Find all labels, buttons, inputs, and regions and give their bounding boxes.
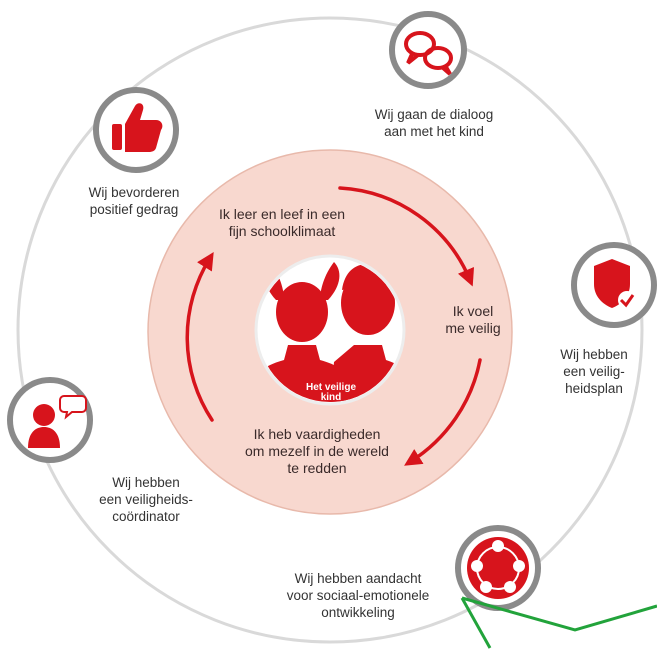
dialogue-icon-badge bbox=[392, 14, 464, 86]
coordinator-line3: coördinator bbox=[80, 508, 212, 525]
safety-plan-line2: een veilig- bbox=[546, 363, 642, 380]
safety-plan-icon-badge bbox=[574, 245, 654, 325]
annotation-pointer bbox=[462, 598, 657, 648]
cycle-step1-label: Ik leer en leef in een fijn schoolklimaa… bbox=[196, 206, 368, 240]
center-caption-line2: kind bbox=[300, 393, 362, 403]
center-caption: Het veilige kind bbox=[300, 383, 362, 403]
safety-plan-label: Wij hebben een veilig- heidsplan bbox=[546, 346, 642, 397]
social-icon-badge bbox=[458, 528, 538, 608]
cycle-step2-line2: me veilig bbox=[436, 320, 510, 337]
cycle-step1-line1: Ik leer en leef in een bbox=[196, 206, 368, 223]
cycle-step3-label: Ik heb vaardigheden om mezelf in de were… bbox=[228, 426, 406, 477]
dialogue-line2: aan met het kind bbox=[360, 123, 508, 140]
positive-line1: Wij bevorderen bbox=[74, 184, 194, 201]
cycle-step2-label: Ik voel me veilig bbox=[436, 303, 510, 337]
cycle-step3-line2: om mezelf in de wereld bbox=[228, 443, 406, 460]
positive-line2: positief gedrag bbox=[74, 201, 194, 218]
coordinator-icon-badge bbox=[10, 380, 90, 460]
cycle-step1-line2: fijn schoolklimaat bbox=[196, 223, 368, 240]
positive-icon-badge bbox=[96, 90, 176, 170]
coordinator-line2: een veiligheids- bbox=[80, 491, 212, 508]
coordinator-line1: Wij hebben bbox=[80, 474, 212, 491]
group-people-icon bbox=[467, 537, 529, 599]
safety-plan-line3: heidsplan bbox=[546, 380, 642, 397]
cycle-step2-line1: Ik voel bbox=[436, 303, 510, 320]
social-line1: Wij hebben aandacht bbox=[262, 570, 454, 587]
social-line2: voor sociaal-emotionele bbox=[262, 587, 454, 604]
dialogue-label: Wij gaan de dialoog aan met het kind bbox=[360, 106, 508, 140]
cycle-step3-line1: Ik heb vaardigheden bbox=[228, 426, 406, 443]
positive-label: Wij bevorderen positief gedrag bbox=[74, 184, 194, 218]
dialogue-line1: Wij gaan de dialoog bbox=[360, 106, 508, 123]
safety-plan-line1: Wij hebben bbox=[546, 346, 642, 363]
social-label: Wij hebben aandacht voor sociaal-emotion… bbox=[262, 570, 454, 621]
coordinator-label: Wij hebben een veiligheids- coördinator bbox=[80, 474, 212, 525]
social-line3: ontwikkeling bbox=[262, 604, 454, 621]
cycle-step3-line3: te redden bbox=[228, 460, 406, 477]
